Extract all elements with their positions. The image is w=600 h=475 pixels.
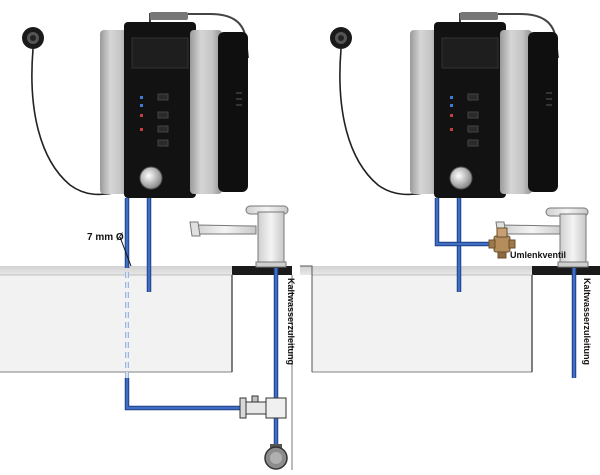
left-installation: 7 mm Ø Kaltwasserzuleitung bbox=[0, 12, 296, 470]
left-sensor-icon bbox=[22, 27, 44, 49]
right-countertop bbox=[300, 265, 600, 373]
left-inline-filter-icon bbox=[264, 444, 288, 470]
left-water-ionizer-icon bbox=[100, 12, 249, 198]
left-kitchen-faucet-icon bbox=[189, 205, 289, 268]
cold-water-label-right: Kaltwasserzuleitung bbox=[582, 278, 592, 365]
right-sensor-icon bbox=[330, 27, 352, 49]
left-countertop bbox=[0, 266, 293, 470]
diverter-valve-label: Umlenkventil bbox=[510, 250, 566, 260]
diameter-label: 7 mm Ø bbox=[87, 232, 124, 243]
diameter-leader-line bbox=[119, 236, 132, 267]
cold-water-label-left: Kaltwasserzuleitung bbox=[286, 278, 296, 365]
left-diverter-fitting-icon bbox=[239, 395, 287, 419]
right-water-ionizer-icon bbox=[410, 12, 559, 198]
right-diverter-valve-icon bbox=[488, 227, 516, 259]
right-installation: Umlenkventil Kaltwasserzuleitung bbox=[300, 12, 600, 378]
right-pipes bbox=[434, 198, 577, 378]
right-sensor-cable bbox=[339, 48, 429, 196]
left-sensor-cable bbox=[31, 48, 119, 196]
